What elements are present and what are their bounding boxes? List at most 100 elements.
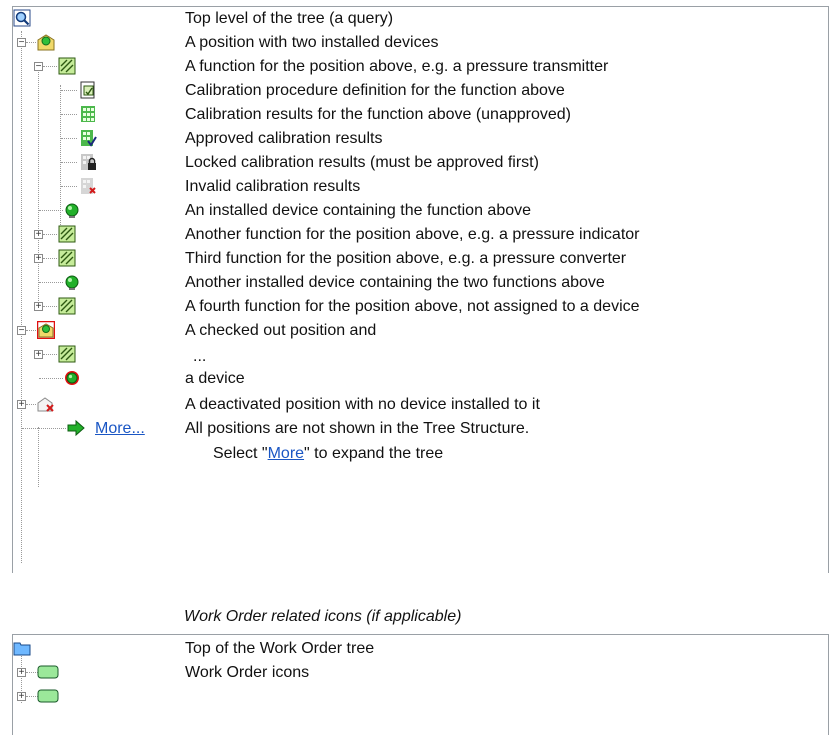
- tree-line: [26, 696, 38, 697]
- tree-row-function[interactable]: + Another function for the position abov…: [13, 223, 828, 247]
- tree-row-more[interactable]: More... All positions are not shown in t…: [13, 417, 828, 441]
- tree-row-position[interactable]: − A position with two installed devices: [13, 31, 828, 55]
- tree-line: [61, 138, 77, 139]
- select-more-text: Select "More" to expand the tree: [213, 445, 444, 462]
- tree-line: [26, 672, 38, 673]
- tree-line: [43, 66, 57, 67]
- tree-line: [60, 85, 61, 235]
- collapse-toggle[interactable]: −: [34, 61, 43, 72]
- checked-out-device-icon: [65, 371, 79, 385]
- checked-out-position-icon: [37, 321, 55, 339]
- collapse-toggle[interactable]: −: [17, 37, 26, 48]
- row-description: Locked calibration results (must be appr…: [185, 154, 539, 171]
- work-order-icon: [37, 665, 59, 679]
- tree-line: [26, 404, 36, 405]
- tree-row-function[interactable]: + ...: [13, 343, 828, 367]
- tree-line: [39, 282, 63, 283]
- row-description: Another installed device containing the …: [185, 274, 605, 291]
- collapse-toggle[interactable]: −: [17, 325, 26, 336]
- function-icon: [58, 297, 76, 315]
- tree-line: [43, 234, 57, 235]
- inline-more-link[interactable]: More: [267, 445, 305, 462]
- position-icon: [37, 34, 55, 51]
- tree-row-device[interactable]: Another installed device containing the …: [13, 271, 828, 295]
- work-order-icon: [37, 689, 59, 703]
- row-description: Top of the Work Order tree: [185, 640, 375, 657]
- tree-line: [43, 354, 57, 355]
- row-description: An installed device containing the funct…: [185, 202, 532, 219]
- tree-row-procedure[interactable]: Calibration procedure definition for the…: [13, 79, 828, 103]
- tree-row-work-order[interactable]: + Work Order icons: [13, 661, 828, 685]
- row-description: Another function for the position above,…: [185, 226, 640, 243]
- work-order-caption: Work Order related icons (if applicable): [184, 608, 462, 625]
- arrow-icon: [67, 419, 85, 437]
- function-icon: [58, 249, 76, 267]
- tree-line: [61, 186, 77, 187]
- expand-toggle[interactable]: +: [34, 349, 43, 360]
- row-description: A position with two installed devices: [185, 34, 439, 51]
- row-description: Approved calibration results: [185, 130, 383, 147]
- row-description: A checked out position and: [185, 322, 377, 339]
- approved-results-icon: [81, 130, 97, 147]
- expand-toggle[interactable]: +: [34, 301, 43, 312]
- expand-toggle[interactable]: +: [17, 399, 26, 410]
- tree-line: [38, 67, 39, 307]
- tree-line: [21, 31, 22, 563]
- tree-line: [43, 306, 57, 307]
- device-icon: [65, 275, 79, 290]
- tree-line: [61, 114, 77, 115]
- row-description: Calibration procedure definition for the…: [185, 82, 565, 99]
- row-description: All positions are not shown in the Tree …: [185, 420, 530, 437]
- tree-row-function[interactable]: − A function for the position above, e.g…: [13, 55, 828, 79]
- tree-line: [26, 330, 36, 331]
- results-icon: [81, 106, 95, 122]
- row-description: Top level of the tree (a query): [185, 10, 394, 27]
- tree-line: [43, 258, 57, 259]
- query-icon: [13, 9, 31, 27]
- tree-line: [21, 653, 22, 703]
- work-order-panel: Top of the Work Order tree + Work Order …: [12, 634, 829, 735]
- tree-row-deactivated-position[interactable]: + A deactivated position with no device …: [13, 393, 828, 417]
- tree-row-invalid-results[interactable]: Invalid calibration results: [13, 175, 828, 199]
- expand-toggle[interactable]: +: [17, 691, 26, 702]
- tree-row-locked-results[interactable]: Locked calibration results (must be appr…: [13, 151, 828, 175]
- locked-results-icon: [81, 154, 96, 170]
- tree-row-device[interactable]: a device: [13, 367, 828, 391]
- deactivated-position-icon: [37, 397, 54, 412]
- tree-legend-panel: Top level of the tree (a query) − A posi…: [12, 6, 829, 573]
- more-link[interactable]: More...: [95, 420, 145, 437]
- tree-row-function[interactable]: + Third function for the position above,…: [13, 247, 828, 271]
- row-description: A deactivated position with no device in…: [185, 396, 540, 413]
- procedure-icon: [80, 81, 95, 99]
- function-icon: [58, 57, 76, 75]
- row-description: Third function for the position above, e…: [185, 250, 627, 267]
- tree-row-results[interactable]: Calibration results for the function abo…: [13, 103, 828, 127]
- row-description: Work Order icons: [185, 664, 310, 681]
- tree-line: [22, 428, 66, 429]
- row-description: A fourth function for the position above…: [185, 298, 640, 315]
- row-description: Calibration results for the function abo…: [185, 106, 571, 123]
- tree-line: [39, 378, 63, 379]
- tree-row-work-order-root[interactable]: Top of the Work Order tree: [13, 637, 828, 661]
- expand-toggle[interactable]: +: [34, 253, 43, 264]
- invalid-results-icon: [81, 178, 96, 194]
- tree-line: [38, 427, 39, 487]
- expand-toggle[interactable]: +: [34, 229, 43, 240]
- function-icon: [58, 345, 76, 363]
- function-icon: [58, 225, 76, 243]
- row-description: a device: [185, 370, 245, 387]
- row-description: Invalid calibration results: [185, 178, 361, 195]
- tree-row-function[interactable]: + A fourth function for the position abo…: [13, 295, 828, 319]
- tree-row-query[interactable]: Top level of the tree (a query): [13, 7, 828, 31]
- row-description: A function for the position above, e.g. …: [185, 58, 609, 75]
- tree-row-work-order[interactable]: +: [13, 685, 828, 709]
- tree-line: [61, 162, 77, 163]
- tree-line: [61, 90, 77, 91]
- folder-icon: [13, 642, 31, 656]
- tree-line: [26, 42, 36, 43]
- ellipsis-text: ...: [193, 348, 207, 365]
- tree-row-device[interactable]: An installed device containing the funct…: [13, 199, 828, 223]
- tree-row-approved-results[interactable]: Approved calibration results: [13, 127, 828, 151]
- expand-toggle[interactable]: +: [17, 667, 26, 678]
- tree-row-checked-out-position[interactable]: − A checked out position and: [13, 319, 828, 343]
